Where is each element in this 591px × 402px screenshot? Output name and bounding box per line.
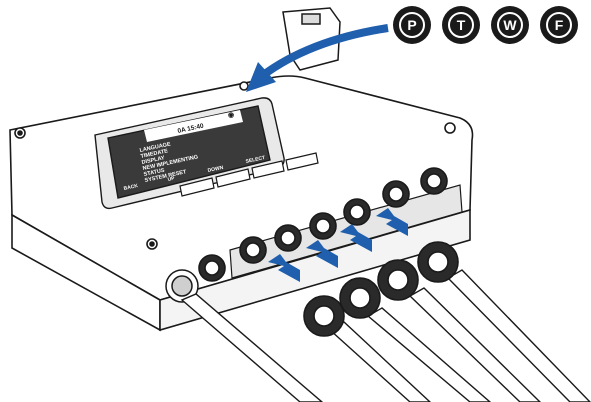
m12-connector — [309, 212, 337, 240]
mode-badge-letter: T — [448, 12, 474, 38]
m12-plug — [303, 295, 345, 337]
display-menu-item: TIMEDATE — [140, 148, 169, 160]
m12-plug — [417, 241, 459, 283]
cables — [180, 269, 591, 402]
cable-plugs — [303, 241, 459, 337]
arrow-head-icon — [246, 62, 276, 92]
m12-connector — [343, 198, 371, 226]
m12-connector — [274, 224, 302, 252]
m12-connector — [420, 167, 448, 195]
mode-badge-letter: W — [497, 12, 523, 38]
m12-port-row — [198, 167, 448, 282]
softkey-label: BACK — [123, 183, 139, 192]
softkey-label: SELECT — [245, 155, 266, 165]
m12-connector — [382, 180, 410, 208]
display-menu-item: DISPLAY — [141, 155, 165, 166]
insert-arrow — [268, 254, 300, 282]
softkey-up-button[interactable] — [215, 168, 251, 188]
m12-plug — [339, 277, 381, 319]
softkey-label: DOWN — [207, 165, 224, 174]
m12-plug — [377, 259, 419, 301]
softkey-select-button[interactable] — [285, 152, 319, 171]
mode-badge-letter: P — [399, 12, 425, 38]
mode-badge-t: T — [442, 6, 480, 44]
insert-arrow — [376, 208, 408, 236]
display-menu-item: STATUS — [143, 168, 165, 178]
softkey-buttons — [179, 152, 319, 197]
cable-gland — [165, 269, 199, 303]
softkey-back-button[interactable] — [179, 177, 215, 197]
mode-arrow — [246, 24, 389, 92]
mode-badge-f: F — [540, 6, 578, 44]
softkey-down-button[interactable] — [251, 160, 285, 179]
m12-connector — [239, 236, 267, 264]
softkey-label: UP — [167, 176, 176, 183]
mode-badge-p: P — [393, 6, 431, 44]
m12-connector — [198, 254, 226, 282]
insert-arrow — [340, 224, 372, 252]
mode-badge-letter: F — [546, 12, 572, 38]
insert-arrows — [268, 208, 408, 282]
insert-arrow — [306, 240, 338, 268]
mode-badge-w: W — [491, 6, 529, 44]
wifi-icon: ◉ — [228, 112, 234, 119]
